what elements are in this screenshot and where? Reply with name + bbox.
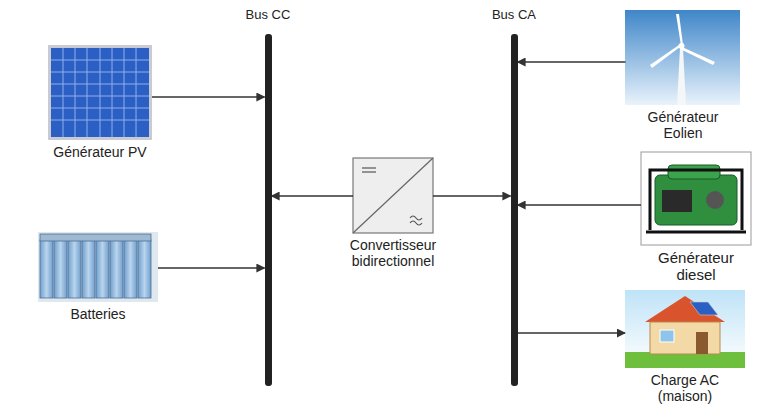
bus-label: Bus CA <box>484 7 544 23</box>
component-node: Convertisseur bidirectionnel <box>333 158 453 269</box>
component-node: Générateur PV <box>40 45 160 160</box>
component-node: Générateur diesel <box>640 152 752 283</box>
arrow-connector <box>152 96 265 98</box>
arrow-connector <box>272 195 354 197</box>
component-label: Générateur Eolien <box>633 109 733 141</box>
picture-frame <box>353 158 433 233</box>
component-label: Convertisseur bidirectionnel <box>333 237 453 269</box>
arrow-connector <box>518 332 626 334</box>
bus-bar-node: Bus CC <box>238 4 298 386</box>
component-label: Générateur diesel <box>641 249 751 283</box>
wind-turbine <box>625 10 740 105</box>
arrow-connector <box>433 195 511 197</box>
converter-symbol <box>353 158 433 233</box>
bus-bar-node: Bus CA <box>484 4 544 386</box>
component-label: Batteries <box>39 306 157 322</box>
arrow-connector <box>518 204 642 206</box>
picture-frame <box>38 232 158 302</box>
picture-frame <box>625 290 745 368</box>
component-node: Charge AC (maison) <box>625 290 745 404</box>
picture-frame <box>48 45 152 140</box>
bus-bar <box>511 34 518 386</box>
bus-label: Bus CC <box>238 7 298 23</box>
diesel-generator <box>641 152 751 245</box>
bus-bar <box>265 34 272 386</box>
picture-frame <box>626 10 741 105</box>
component-node: Batteries <box>38 232 158 322</box>
picture-frame <box>641 152 751 245</box>
battery-bank <box>38 232 158 302</box>
arrow-connector <box>158 267 265 269</box>
component-label: Générateur PV <box>41 144 159 160</box>
arrow-connector <box>518 61 626 63</box>
house <box>625 290 745 368</box>
component-node: Générateur Eolien <box>623 10 743 141</box>
component-label: Charge AC (maison) <box>630 372 740 404</box>
pv-panel <box>48 45 152 140</box>
